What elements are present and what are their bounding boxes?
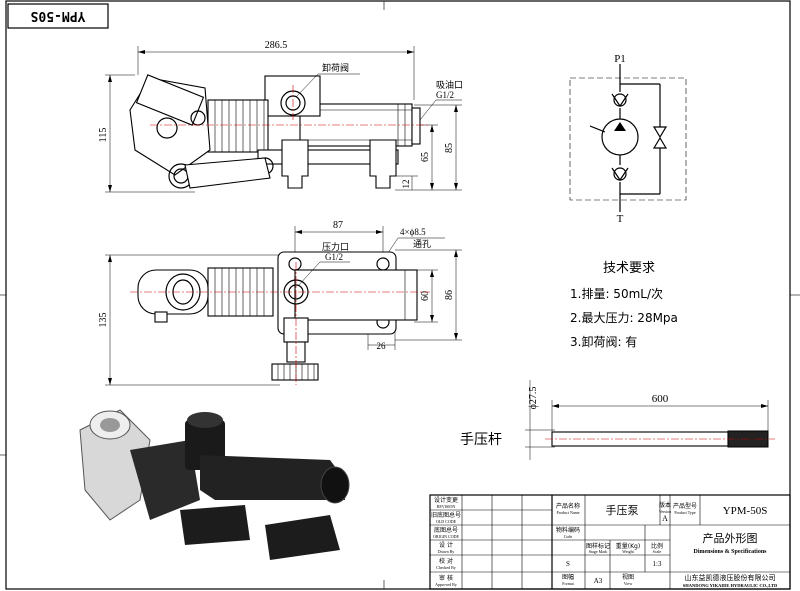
tb-version-label-en: Version [659, 509, 671, 514]
label-through-hole: 通孔 [413, 239, 431, 250]
hydraulic-schematic: P1 T [569, 53, 687, 225]
dim-total-length: 286.5 [265, 40, 288, 51]
tb-product-type: YPM-50S [723, 505, 768, 517]
tb-view-label: 视图 [622, 573, 634, 581]
tb-drawing-title: 产品外形图 [703, 531, 758, 545]
dim-86: 86 [444, 290, 455, 300]
dim-87: 87 [333, 220, 343, 231]
dim-60: 60 [420, 291, 431, 301]
tb-product-type-label-en: Product Type [674, 510, 696, 515]
tb-format-value: A3 [594, 577, 603, 585]
dim-handle-diameter: ϕ27.5 [528, 387, 539, 410]
front-view: 286.5 115 85 65 12 [98, 40, 463, 193]
tb-scale-value: 1:3 [653, 560, 662, 568]
requirement-2: 2.最大压力: 28Mpa [570, 311, 678, 325]
tb-version-value: A [662, 514, 668, 523]
tb-company: 山东益凯德液压股份有限公司 [685, 573, 776, 582]
tb-stage-mark: 图样标记 [586, 542, 610, 550]
requirements-title: 技术要求 [603, 261, 655, 276]
tb-company-en: SHANDONG YIKAIDE HYDRAULIC CO.,LTD [683, 583, 778, 588]
title-block: 设计变更 REVISION 旧底图总号 OLD CODE 底图总号 ORIGIN… [429, 494, 791, 590]
tb-drawn-en: Drawn By [438, 549, 455, 554]
handle-label: 手压杆 [460, 432, 502, 448]
dim-12: 12 [401, 180, 411, 189]
tb-format-label-en: Format [562, 581, 574, 586]
handle-drawing: 手压杆 ϕ27.5 600 [460, 380, 775, 460]
tb-product-name-label-en: Product Name [557, 510, 580, 515]
tb-approved-cn: 审 核 [439, 574, 453, 582]
mirrored-model-code: YPM-50S [7, 3, 109, 29]
tb-checked-en: Checked By [436, 565, 456, 570]
requirement-1: 1.排量: 50mL/次 [570, 287, 663, 301]
tb-drawn-cn: 设 计 [439, 541, 453, 549]
tb-code-label-en: Code [564, 534, 573, 539]
tb-weight-en: Weight [622, 549, 634, 554]
technical-requirements: 技术要求 1.排量: 50mL/次 2.最大压力: 28Mpa 3.卸荷阀: 有 [570, 261, 678, 349]
tb-scale-en: Scale [653, 549, 662, 554]
requirement-3: 3.卸荷阀: 有 [570, 334, 637, 349]
label-suction-port: 吸油口 [436, 79, 463, 91]
tb-product-name-label: 产品名称 [556, 502, 580, 510]
port-p1: P1 [614, 53, 626, 65]
port-t: T [617, 213, 624, 225]
tb-revision-cn: 设计变更 [434, 496, 458, 504]
tb-format-label: 图幅 [562, 573, 574, 581]
svg-text:YPM-50S: YPM-50S [30, 8, 85, 23]
tb-origin-code-en: ORIGIN CODE [433, 534, 459, 539]
dim-26: 26 [377, 341, 387, 351]
dim-65: 65 [420, 152, 431, 162]
tb-approved-en: Approved By [435, 582, 457, 587]
tb-old-code-cn: 旧底图总号 [431, 511, 461, 519]
tb-product-name: 手压泵 [606, 503, 639, 517]
tb-origin-code-cn: 底图总号 [434, 526, 458, 534]
tb-checked-cn: 校 对 [439, 557, 453, 565]
pump-3d-render [79, 409, 350, 560]
dim-height: 115 [98, 128, 109, 143]
tb-product-type-label: 产品型号 [673, 502, 697, 510]
dim-handle-length: 600 [652, 393, 669, 405]
dim-135: 135 [98, 313, 109, 328]
dim-85: 85 [444, 143, 455, 153]
tb-stage-value: S [566, 560, 570, 568]
label-unloading-valve: 卸荷阀 [322, 62, 349, 74]
tb-old-code-en: OLD CODE [436, 519, 457, 524]
tb-weight: 重量(Kg) [616, 542, 640, 550]
top-view: 87 4×ϕ8.5 通孔 135 86 60 26 [98, 220, 462, 386]
tb-code-label: 物料编码 [556, 526, 580, 534]
label-pressure-port: 压力口 [322, 241, 349, 253]
tb-stage-mark-en: Stage Mark [589, 549, 608, 554]
tb-revision-en: REVISION [437, 504, 456, 509]
tb-view-label-en: View [624, 581, 633, 586]
tb-drawing-title-en: Dimensions & Specifications [693, 549, 767, 555]
dim-holes: 4×ϕ8.5 [400, 227, 426, 237]
tb-version-label: 版本 [659, 501, 671, 509]
label-suction-thread: G1/2 [436, 90, 454, 100]
tb-scale: 比例 [651, 542, 663, 550]
label-pressure-thread: G1/2 [325, 252, 343, 262]
